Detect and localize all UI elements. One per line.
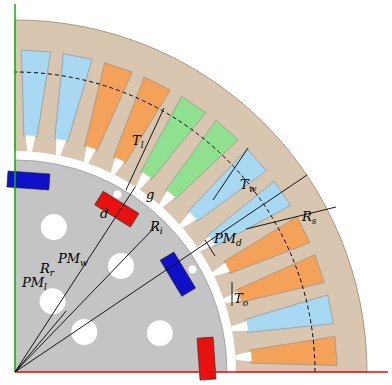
radius-line [15, 175, 307, 372]
rotor-hole [40, 288, 66, 314]
dimension-label: Tl [132, 134, 144, 150]
stator-core [15, 20, 367, 372]
radius-line [15, 225, 157, 372]
dimension-label: d [100, 207, 108, 220]
stator-slot [55, 54, 93, 142]
dimension-label: PMw [58, 252, 88, 268]
dimension-label: Tw [240, 178, 256, 194]
dimension-label: PMl [22, 276, 47, 292]
slot-opening [56, 139, 66, 156]
slot-opening [159, 191, 175, 208]
dimension-line [232, 282, 233, 306]
slot-opening [136, 172, 151, 189]
dimension-label: Rr [40, 262, 54, 278]
stator-slot [250, 336, 337, 365]
dimension-line [213, 148, 248, 200]
dimension-label: Rs [302, 210, 316, 226]
dimension-line [126, 108, 164, 190]
rotor-hole [189, 266, 197, 274]
x-axis [15, 371, 388, 373]
dimension-label: g [146, 188, 154, 201]
slot-opening [231, 321, 248, 331]
rotor-hole [147, 320, 173, 346]
rotor-hole [71, 319, 97, 345]
dimension-label: PMd [214, 232, 242, 248]
permanent-magnet [160, 252, 195, 296]
slot-opening [84, 146, 96, 163]
permanent-magnet [7, 171, 50, 190]
radius-line [15, 187, 135, 372]
y-axis [14, 4, 16, 372]
rotor-hole [114, 190, 122, 198]
dimension-line [205, 240, 215, 256]
stator-slot [236, 255, 324, 303]
stator-slot [245, 295, 333, 333]
rotor-core [15, 160, 227, 372]
permanent-magnet [197, 337, 216, 380]
rotor-hole [41, 214, 67, 240]
slot-opening [235, 352, 251, 362]
dimension-label: Ri [150, 220, 163, 236]
stator-slot [21, 50, 50, 137]
dashed-circle [15, 72, 315, 372]
permanent-magnet [95, 191, 139, 227]
slot-opening [111, 157, 125, 175]
slot-opening [180, 212, 197, 228]
slot-opening [212, 263, 230, 277]
dimension-label: To [234, 292, 248, 308]
slot-opening [26, 135, 36, 151]
rotor-hole [108, 253, 134, 279]
radius-line [15, 311, 66, 372]
dimension-line [246, 207, 336, 229]
